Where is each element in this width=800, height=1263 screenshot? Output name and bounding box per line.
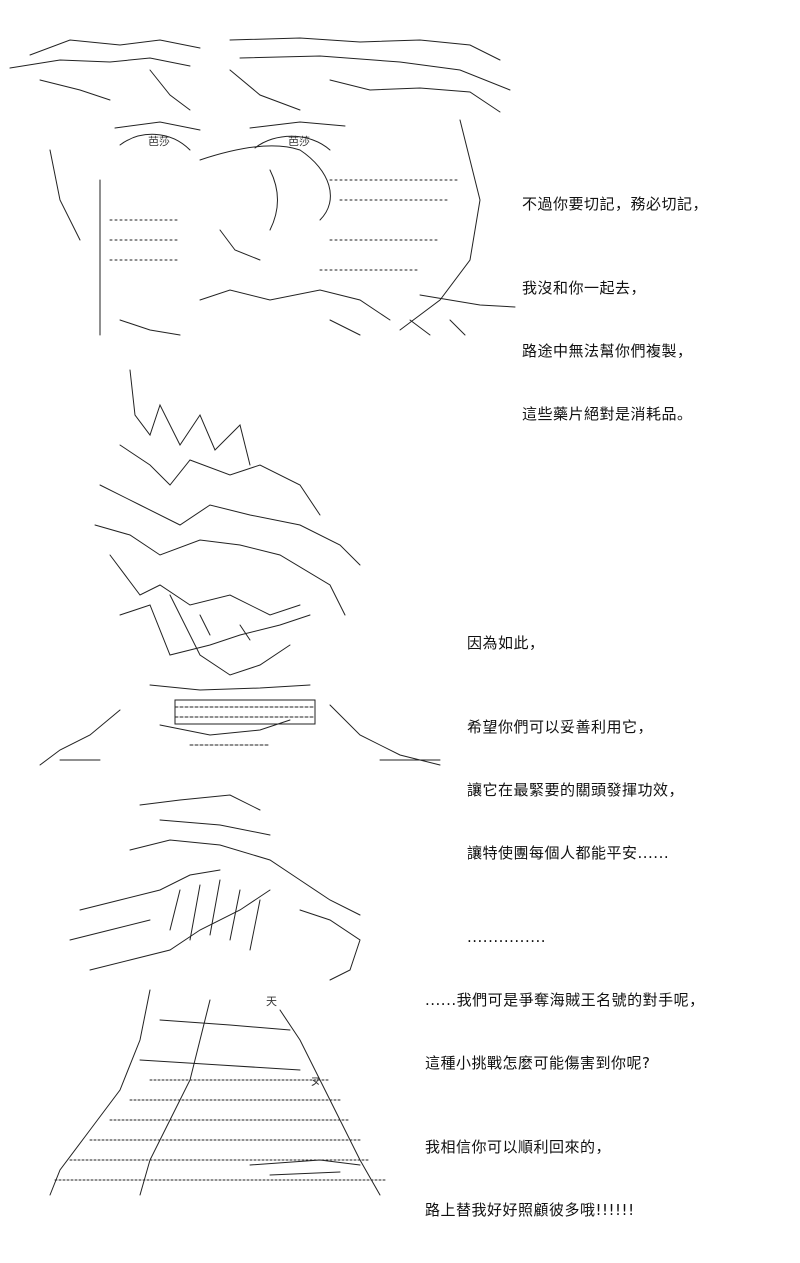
dialogue-line: 讓它在最緊要的關頭發揮功效， [467,781,685,799]
dialogue-line: 這些藥片絕對是消耗品。 [522,405,693,423]
dialogue-line: 我相信你可以順利回來的， [425,1138,612,1156]
dialogue-line: 我沒和你一起去， [522,279,647,297]
ascii-art-face-closeup: 芭莎 芭莎 [9,37,516,336]
ascii-art-spiky-hair-figure [39,369,441,766]
panel-1: 芭莎 芭莎 不過你要切記，務必切記， 我沒和你一起去， 路途中無法幫你們複製， … [0,0,800,423]
head-label: 天 [266,995,277,1008]
dialogue-line: 因為如此， [467,634,545,652]
dialogue-block-2: 因為如此， 希望你們可以妥善利用它， 讓它在最緊要的關頭發揮功效， 讓特使團每個… [467,591,684,990]
panel-2: 因為如此， 希望你們可以妥善利用它， 讓它在最緊要的關頭發揮功效， 讓特使團每個… [0,355,800,946]
dialogue-line: ......我們可是爭奪海賊王名號的對手呢， [425,991,705,1009]
dialogue-line: 路上替我好好照顧彼多哦!!!!!! [425,1201,635,1219]
ascii-art-long-hair-figure: 天 ヌ [49,794,386,1196]
dialogue-line: ............... [467,928,547,946]
dialogue-block-3: ......我們可是爭奪海賊王名號的對手呢， 這種小挑戰怎麼可能傷害到你呢? 我… [425,948,705,1263]
badge-label: ヌ [310,1075,321,1088]
dialogue-line: 讓特使團每個人都能平安...... [467,844,670,862]
dialogue-line: 這種小挑戰怎麼可能傷害到你呢? [425,1054,651,1072]
dialogue-line: 路途中無法幫你們複製， [522,342,693,360]
dialogue-line: 希望你們可以妥善利用它， [467,718,654,736]
eye-label-left: 芭莎 [148,134,170,148]
panel-3: 天 ヌ ......我們可是爭奪海賊王名號的對手呢， 這種小挑戰怎麼可能傷害到你… [0,780,800,1219]
eye-label-right: 芭莎 [288,134,310,148]
dialogue-block-1: 不過你要切記，務必切記， 我沒和你一起去， 路途中無法幫你們複製， 這些藥片絕對… [522,152,708,467]
dialogue-line: 不過你要切記，務必切記， [522,195,709,213]
